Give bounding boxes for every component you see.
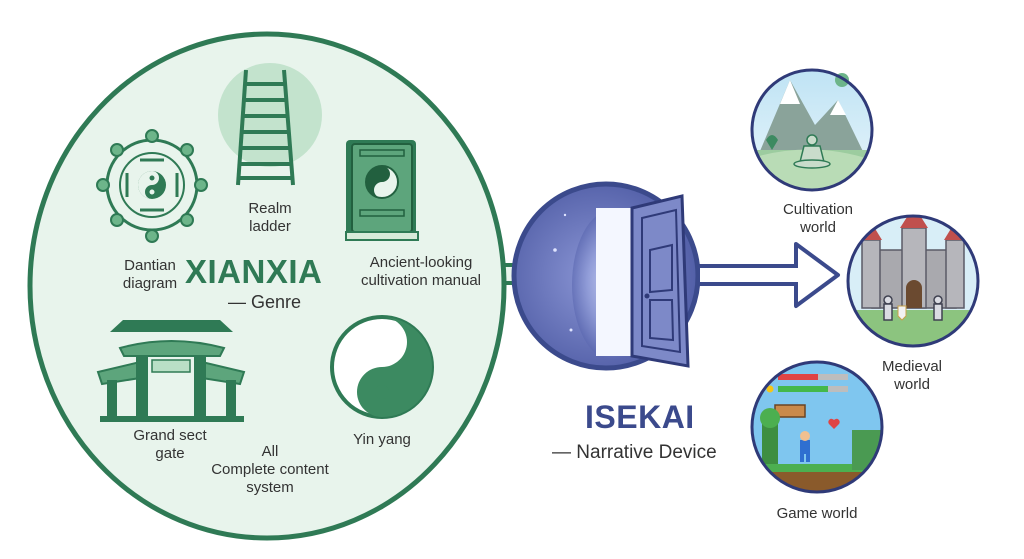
sect-gate-icon xyxy=(96,320,246,422)
cultivation-world-image xyxy=(750,68,874,192)
label-dantian-diagram: Dantian diagram xyxy=(122,257,178,292)
label-medieval-world: Medieval world xyxy=(881,358,943,393)
yin-yang-icon xyxy=(330,315,434,419)
label-game-world: Game world xyxy=(776,505,858,522)
dantian-diagram-icon xyxy=(96,129,208,243)
label-realm-ladder: Realm ladder xyxy=(248,200,292,235)
label-sect-gate: Grand sect gate xyxy=(133,427,207,462)
open-door-icon xyxy=(630,194,690,368)
xianxia-subtitle: — Genre xyxy=(228,292,302,312)
arrow-to-worlds xyxy=(696,242,840,308)
label-yin-yang: Yin yang xyxy=(353,431,411,448)
doorway-light xyxy=(596,208,632,356)
cultivation-manual-icon xyxy=(345,140,419,241)
label-cultivation-world: Cultivation world xyxy=(782,201,854,236)
isekai-subtitle: — Narrative Device xyxy=(552,442,717,463)
isekai-title: ISEKAI xyxy=(585,399,695,435)
label-all-content: All Complete content system xyxy=(211,443,329,496)
ladder-icon xyxy=(236,69,295,186)
xianxia-title: XIANXIA xyxy=(185,253,323,290)
label-cultivation-manual: Ancient-looking cultivation manual xyxy=(360,254,482,289)
